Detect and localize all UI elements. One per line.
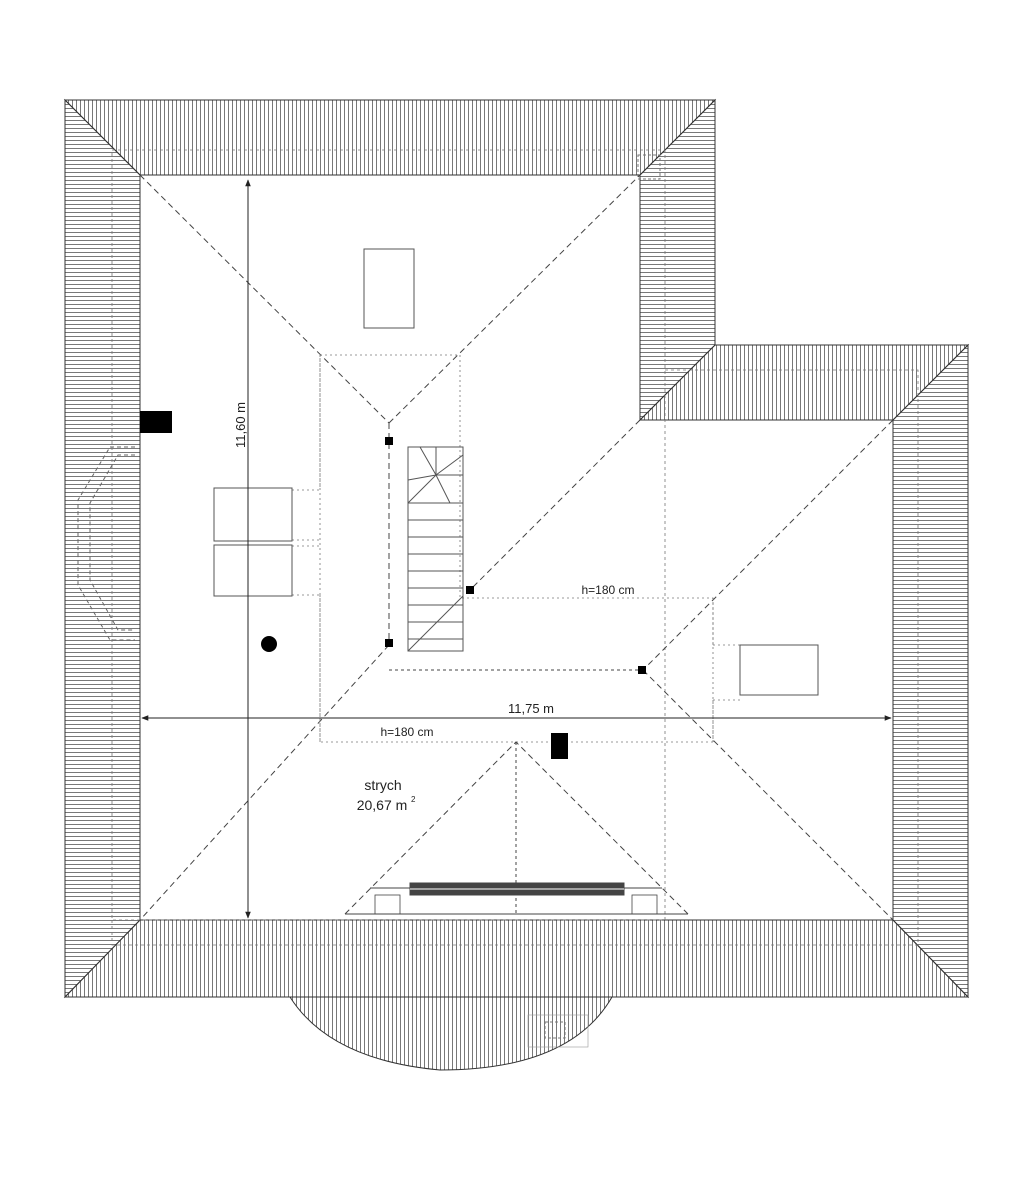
post-2 bbox=[466, 586, 474, 594]
clearance-label-right: h=180 cm bbox=[581, 583, 634, 597]
post-3 bbox=[385, 639, 393, 647]
roof-bay-protrusion bbox=[289, 996, 613, 1071]
room-area-superscript: 2 bbox=[411, 795, 416, 804]
post-4 bbox=[638, 666, 646, 674]
roof-eave-right bbox=[892, 343, 969, 999]
post-1 bbox=[385, 437, 393, 445]
structural-posts bbox=[140, 411, 646, 759]
staircase bbox=[407, 446, 464, 652]
skylight-left-lower bbox=[213, 544, 293, 597]
ventilation-pipe bbox=[261, 636, 277, 652]
dimension-vertical: 11,60 m bbox=[233, 179, 251, 919]
chimney-marker-top bbox=[637, 154, 661, 180]
skylights bbox=[213, 248, 819, 696]
room-area: 20,67 m bbox=[357, 797, 408, 813]
roof-eave-left bbox=[64, 98, 141, 999]
clearance-label-bottom: h=180 cm bbox=[380, 725, 433, 739]
clearance-outline bbox=[292, 354, 740, 743]
chimney-marker-bottom bbox=[544, 1021, 566, 1039]
roof-eave-top bbox=[63, 99, 717, 176]
skylight-left-upper bbox=[213, 487, 293, 542]
chimney-bottom bbox=[551, 733, 568, 759]
room-name: strych bbox=[364, 777, 401, 793]
dim-vertical-label: 11,60 m bbox=[233, 402, 248, 448]
dimension-horizontal: 11,75 m bbox=[141, 701, 892, 721]
dim-horizontal-label: 11,75 m bbox=[508, 701, 554, 716]
dormer-left-outline bbox=[77, 446, 135, 641]
skylight-top bbox=[363, 248, 415, 329]
skylight-right bbox=[739, 644, 819, 696]
bottom-dormer bbox=[344, 741, 689, 915]
roof-ridge-lines bbox=[139, 174, 894, 921]
chimney-left bbox=[140, 411, 172, 433]
roof-eaves bbox=[63, 98, 970, 1071]
roof-eave-bottom bbox=[63, 919, 970, 998]
